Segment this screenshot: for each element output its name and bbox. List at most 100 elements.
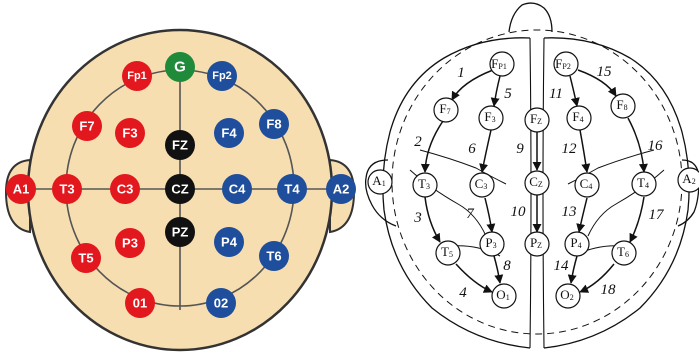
channel-number-3: 3 — [413, 210, 422, 226]
channel-arrows — [420, 69, 648, 293]
electrode-f8-label: F8 — [266, 117, 281, 132]
electrode-a1: A1 — [6, 174, 36, 204]
channel-numbers: 1 2 3 4 5 6 7 8 9 10 11 12 13 14 15 16 1… — [413, 64, 665, 301]
electrode-f4-label: F4 — [221, 126, 237, 141]
r-electrode-p4: P4 — [570, 235, 581, 250]
r-electrode-o1: O1 — [496, 287, 509, 302]
right-electrode-circles — [367, 51, 699, 309]
channel-number-13: 13 — [562, 204, 577, 220]
channel-number-4: 4 — [459, 285, 467, 301]
electrode-p3-label: P3 — [122, 236, 138, 251]
electrode-o2-label: 02 — [214, 296, 228, 311]
electrode-f7: F7 — [72, 111, 102, 141]
r-electrode-fz: FZ — [530, 111, 542, 126]
electrode-g: G — [165, 52, 195, 82]
r-electrode-p3: P3 — [485, 235, 496, 250]
electrode-f8: F8 — [259, 109, 289, 139]
electrode-o1-label: 01 — [133, 296, 147, 311]
electrode-p4-label: P4 — [221, 235, 238, 250]
r-electrode-t5: T5 — [441, 244, 453, 259]
arrow-fp1-f7 — [451, 69, 494, 101]
electrode-fz-label: FZ — [172, 138, 188, 153]
electrode-c4: C4 — [222, 174, 252, 204]
arrow-f4-c4 — [579, 129, 591, 173]
arrow-fp2-f8 — [577, 69, 617, 97]
arrow-f8-t4 — [627, 117, 648, 173]
right-diagram-left-ear — [364, 159, 397, 227]
channel-number-12: 12 — [562, 141, 578, 157]
channel-number-11: 11 — [549, 86, 563, 102]
channel-number-1: 1 — [457, 65, 465, 81]
electrode-o2: 02 — [206, 288, 236, 318]
r-electrode-a1: A1 — [372, 173, 385, 188]
channel-number-2: 2 — [414, 134, 422, 150]
arrow-t6-o2 — [579, 263, 615, 293]
electrode-c3-label: C3 — [117, 182, 134, 197]
electrode-a2: A2 — [326, 174, 356, 204]
r-electrode-c4: C4 — [580, 176, 593, 191]
arrow-c3-p3 — [484, 197, 496, 233]
electrode-t5: T5 — [71, 243, 101, 273]
channel-number-17: 17 — [649, 207, 666, 223]
electrode-a2-label: A2 — [333, 182, 350, 197]
arrow-f3-c3 — [479, 129, 492, 173]
r-electrode-fp2: FP2 — [555, 56, 571, 71]
channel-number-8: 8 — [503, 258, 511, 274]
electrode-t6: T6 — [259, 241, 289, 271]
channel-number-9: 9 — [516, 141, 524, 157]
electrode-fp1-label: Fp1 — [127, 70, 147, 82]
arrow-p4-o2 — [567, 255, 578, 284]
electrode-fp2-label: Fp2 — [212, 70, 232, 82]
r-electrode-f7: F7 — [439, 101, 450, 116]
r-electrode-t3: T3 — [418, 176, 430, 191]
r-electrode-f8: F8 — [616, 97, 627, 112]
right-electrode-labels: FP1 FP2 F7 F3 FZ F4 F8 A1 T3 C3 CZ C4 T4… — [372, 56, 695, 302]
electrode-p4: P4 — [214, 227, 244, 257]
electrode-p3: P3 — [115, 228, 145, 258]
electrode-t4: T4 — [277, 174, 307, 204]
r-electrode-o2: O2 — [560, 287, 573, 302]
electrode-fp2: Fp2 — [207, 61, 237, 91]
arrow-t4-t6 — [629, 196, 645, 243]
r-electrode-pz: PZ — [530, 235, 542, 250]
central-sulcus-left — [419, 149, 507, 185]
electrode-fp1: Fp1 — [122, 61, 152, 91]
arrow-t5-o1 — [455, 263, 493, 293]
channel-number-15: 15 — [597, 64, 613, 80]
channel-number-7: 7 — [466, 206, 475, 222]
left-head-diagram: G Fp1 Fp2 F7 F3 FZ F4 F8 A1 T3 C3 CZ C4 … — [4, 28, 356, 352]
channel-number-10: 10 — [511, 204, 527, 220]
electrode-f3: F3 — [115, 118, 145, 148]
r-electrode-cz: CZ — [529, 174, 543, 189]
electrode-c4-label: C4 — [229, 182, 246, 197]
electrode-pz: PZ — [165, 217, 195, 247]
electrode-pz-label: PZ — [172, 225, 189, 240]
arrow-fp1-f3 — [490, 75, 501, 107]
electrode-fz: FZ — [165, 130, 195, 160]
electrode-a1-label: A1 — [13, 182, 30, 197]
channel-number-14: 14 — [554, 258, 570, 274]
arrow-t3-t5 — [424, 196, 441, 243]
electrode-o1: 01 — [125, 288, 155, 318]
arrow-p3-o1 — [493, 255, 504, 284]
arrow-f7-t3 — [420, 120, 444, 173]
arrow-fp2-f4 — [569, 75, 580, 107]
channel-number-6: 6 — [468, 141, 476, 157]
electrode-cz: CZ — [165, 174, 195, 204]
electrode-t3: T3 — [52, 174, 82, 204]
arrow-c4-p4 — [576, 197, 588, 233]
electrode-g-label: G — [174, 59, 186, 76]
channel-number-18: 18 — [601, 282, 617, 298]
electrode-cz-label: CZ — [171, 182, 188, 197]
electrode-t3-label: T3 — [59, 182, 74, 197]
r-electrode-f3: F3 — [484, 109, 495, 124]
electrode-f7-label: F7 — [79, 119, 94, 134]
channel-number-16: 16 — [648, 138, 664, 154]
right-diagram-right-ear — [677, 159, 699, 227]
r-electrode-t6: T6 — [617, 244, 629, 259]
electrode-t4-label: T4 — [284, 182, 300, 197]
electrode-t5-label: T5 — [78, 251, 93, 266]
r-electrode-f4: F4 — [572, 109, 583, 124]
channel-number-5: 5 — [504, 86, 512, 102]
